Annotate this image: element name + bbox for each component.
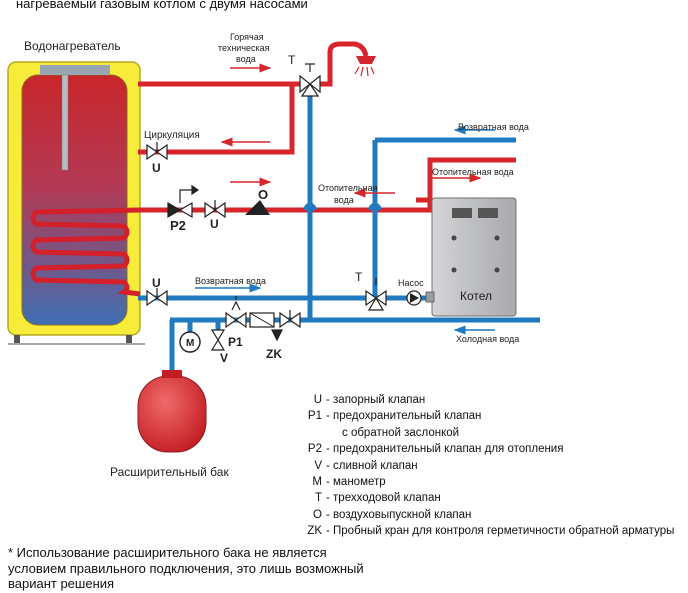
footnote-line: вариант решения [8, 576, 115, 591]
expansion-tank [137, 335, 207, 453]
heating-water-right-label: Отопительная вода [432, 167, 514, 177]
legend-key: O [313, 508, 322, 521]
legend-row: ZK - Пробный кран для контроля герметично… [292, 523, 674, 539]
legend-key: T [314, 492, 322, 505]
legend-row: O - воздуховыпускной клапан [292, 507, 674, 523]
legend-row: с обратной заслонкой [292, 425, 674, 441]
legend-desc: - сливной клапан [326, 459, 418, 472]
legend-desc: - воздуховыпускной клапан [326, 508, 472, 521]
return-water-top-label: Возвратная вода [458, 122, 529, 132]
expansion-tank-label: Расширительный бак [110, 465, 229, 479]
legend-row: T - трехходовой клапан [292, 490, 674, 506]
mark-zk: ZK [266, 347, 282, 361]
pump-label: Насос [398, 278, 424, 288]
heating-water-mid-label-2: вода [334, 195, 354, 205]
valve-circulation [146, 142, 168, 161]
valve-u-p2 [204, 200, 226, 219]
hot-water-label-3: вода [236, 54, 256, 64]
legend-row: V - сливной клапан [292, 458, 674, 474]
legend-desc: - предохранительный клапан [326, 410, 482, 423]
shower-icon [354, 56, 376, 77]
legend-desc: с обратной заслонкой [342, 426, 460, 439]
legend-desc: - манометр [326, 476, 386, 489]
diagram-title: нагреваемый газовым котлом с двумя насос… [16, 0, 308, 11]
valve-p1 [225, 296, 247, 329]
footnote-line: * Использование расширительного бака не … [8, 545, 327, 560]
hot-water-label-1: Горячая [230, 32, 264, 42]
legend-key: P1 [307, 410, 322, 423]
boiler-label: Котел [460, 289, 492, 303]
pipe-bridges [302, 202, 383, 212]
return-water-mid-label: Возвратная вода [195, 276, 266, 286]
air-vent-valve [245, 200, 270, 215]
three-way-valve-mid [365, 278, 387, 311]
hot-water-label-2: техническая [218, 43, 270, 53]
legend-key: P2 [307, 443, 322, 456]
legend-desc: - запорный клапан [326, 394, 426, 406]
legend-row: U - запорный клапан [292, 392, 674, 408]
legend-key: U [313, 394, 322, 406]
drain-valve [210, 329, 226, 351]
valve-u-return [146, 288, 168, 307]
mark-t-mid: T [355, 270, 363, 284]
manometer-icon [179, 331, 201, 353]
flow-arrows [195, 63, 495, 335]
three-way-valve-top [299, 63, 321, 97]
legend-key: V [314, 459, 322, 472]
legend-row: M - манометр [292, 474, 674, 490]
mark-t-top: T [288, 53, 296, 67]
mark-v: V [220, 351, 228, 365]
footnote: * Использование расширительного бака не … [8, 545, 428, 592]
heating-water-mid-label-1: Отопительная [318, 183, 378, 193]
cold-water-pipes [138, 84, 540, 335]
circulation-label: Циркуляция [144, 130, 200, 141]
mark-u-ret: U [152, 276, 161, 290]
mark-o: O [258, 187, 268, 202]
valve-p2 [167, 184, 200, 219]
legend-desc: - Пробный кран для контроля герметичност… [326, 525, 675, 538]
mark-u-p2: U [210, 217, 219, 231]
mark-p2: P2 [170, 218, 186, 233]
valve-zk [271, 310, 301, 342]
pump-icon [406, 290, 422, 306]
water-heater-tank [7, 61, 145, 345]
mark-u-circ: U [152, 161, 161, 175]
water-heater-label: Водонагреватель [24, 39, 121, 53]
legend-key: ZK [307, 525, 322, 538]
boiler [425, 197, 517, 317]
hot-water-pipes [138, 41, 516, 213]
mark-m: M [186, 338, 194, 349]
legend-row: P1 - предохранительный клапан [292, 408, 674, 424]
legend-key: M [312, 476, 322, 489]
footnote-line: условием правильного подключения, это ли… [8, 560, 364, 576]
legend-desc: - трехходовой клапан [326, 492, 441, 505]
cold-water-label: Холодная вода [456, 334, 519, 344]
legend-row: P2 - предохранительный клапан для отоплен… [292, 441, 674, 457]
legend-desc: - предохранительный клапан для отопления [326, 443, 564, 456]
mark-p1: P1 [228, 335, 243, 349]
check-valve [249, 312, 275, 328]
heating-coil [30, 207, 141, 297]
